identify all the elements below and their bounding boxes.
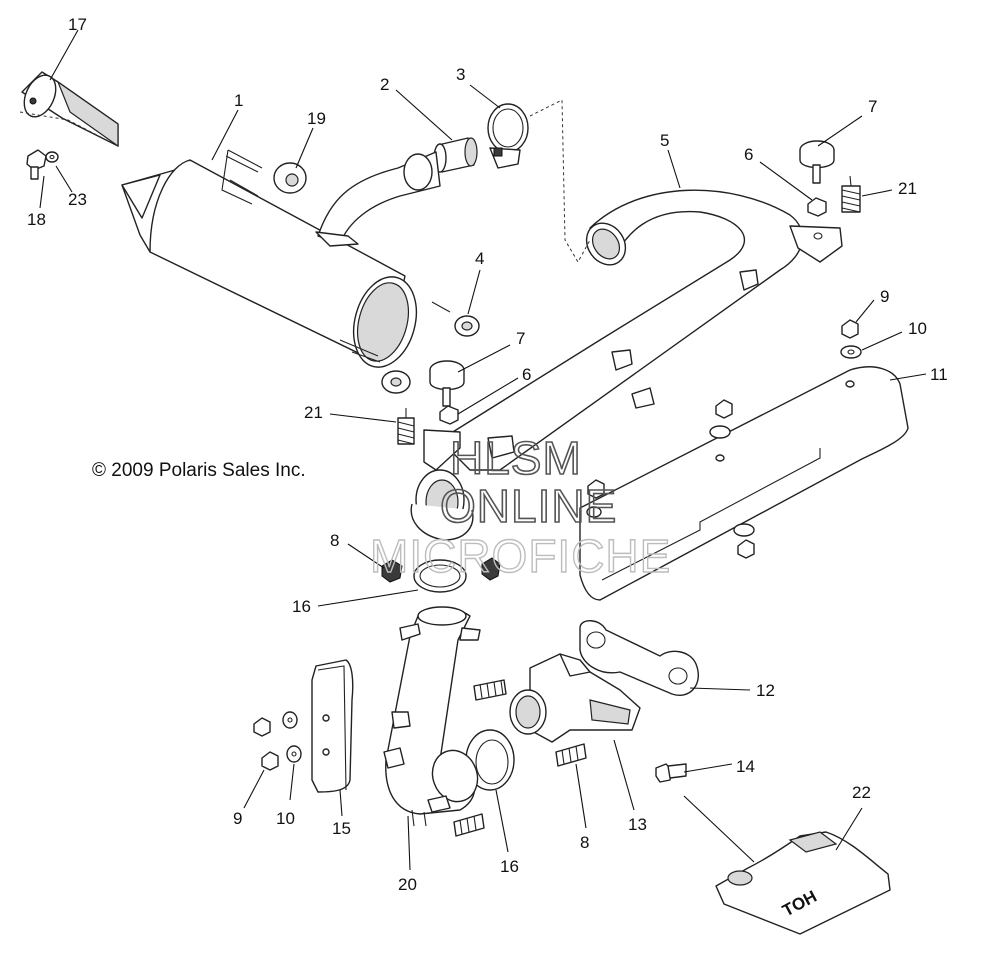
callout-7b: 7 xyxy=(516,329,525,348)
part-11-heat-shield xyxy=(579,366,909,601)
part-9-bolt-upper xyxy=(841,319,859,339)
part-21-spring-upper xyxy=(841,175,861,213)
part-6-nut-upper xyxy=(807,197,827,217)
callout-6a: 6 xyxy=(744,145,753,164)
callout-12: 12 xyxy=(756,681,775,700)
spring-header-lower xyxy=(453,813,485,837)
callout-21a: 21 xyxy=(898,179,917,198)
callout-15: 15 xyxy=(332,819,351,838)
callout-5: 5 xyxy=(660,131,669,150)
part-7-mount-lower xyxy=(429,360,465,407)
part-8-nut-right xyxy=(481,557,501,581)
callout-21b: 21 xyxy=(304,403,323,422)
part-18-bolt xyxy=(26,149,47,180)
callout-13: 13 xyxy=(628,815,647,834)
callout-11: 11 xyxy=(930,365,948,384)
part-8-spring-lower xyxy=(555,743,587,767)
watermark-line3: MICROFICHE xyxy=(370,530,671,582)
callout-10a: 10 xyxy=(908,319,927,338)
part-17-spark-arrestor xyxy=(19,71,119,148)
watermark-line1: HLSM xyxy=(450,432,582,484)
part-22-hot-plate: HOT xyxy=(715,831,891,935)
leader-lines xyxy=(39,29,927,871)
callout-1: 1 xyxy=(234,91,243,110)
callout-10b: 10 xyxy=(276,809,295,828)
part-10-washer-lower xyxy=(282,711,302,763)
callout-9a: 9 xyxy=(880,287,889,306)
part-15-shield xyxy=(311,659,354,793)
part-12-gasket xyxy=(579,620,699,696)
callout-9b: 9 xyxy=(233,809,242,828)
part-5-head-pipe xyxy=(410,189,843,541)
part-13-manifold xyxy=(509,653,641,743)
part-3-clamp xyxy=(487,103,529,169)
part-16-gasket-upper xyxy=(413,559,467,593)
part-8-nut-left xyxy=(381,559,403,583)
callout-20: 20 xyxy=(398,875,417,894)
callout-3: 3 xyxy=(456,65,465,84)
callout-17: 17 xyxy=(68,15,87,34)
callout-16b: 16 xyxy=(500,857,519,876)
callout-14: 14 xyxy=(736,757,755,776)
callout-6b: 6 xyxy=(522,365,531,384)
part-9-bolt-lower xyxy=(253,717,279,771)
callout-18: 18 xyxy=(27,210,46,229)
watermark-line2: ONLINE xyxy=(440,480,617,532)
muffler-inlet-pipe xyxy=(315,151,441,247)
callout-4: 4 xyxy=(475,249,484,268)
callout-2: 2 xyxy=(380,75,389,94)
part-21-spring-lower xyxy=(397,408,415,445)
part-2-sleeve xyxy=(433,137,478,173)
watermark: HLSM ONLINE MICROFICHE xyxy=(369,431,671,583)
spring-header-upper xyxy=(473,679,507,701)
heat-shield-fasteners xyxy=(587,399,755,559)
callout-7a: 7 xyxy=(868,97,877,116)
part-23-washer xyxy=(45,151,59,163)
part-20-header-pipe xyxy=(383,606,481,827)
callout-19: 19 xyxy=(307,109,326,128)
part-14-bolt xyxy=(655,763,687,783)
part-7-mount-upper xyxy=(799,140,835,184)
part-10-washer-upper xyxy=(840,345,862,359)
copyright-notice: © 2009 Polaris Sales Inc. xyxy=(92,460,306,481)
callout-8a: 8 xyxy=(330,531,339,550)
part-4-grommet xyxy=(454,315,480,337)
callout-8b: 8 xyxy=(580,833,589,852)
part-6-nut-lower xyxy=(439,405,459,425)
grommet-lower xyxy=(381,370,411,394)
callout-16a: 16 xyxy=(292,597,311,616)
part-1-muffler xyxy=(121,149,451,368)
callout-23: 23 xyxy=(68,190,87,209)
callout-numbers: 17 18 23 1 19 2 3 4 5 6 7 21 9 10 11 7 6… xyxy=(27,15,948,894)
callout-22: 22 xyxy=(852,783,871,802)
part-19-grommet xyxy=(273,162,307,194)
